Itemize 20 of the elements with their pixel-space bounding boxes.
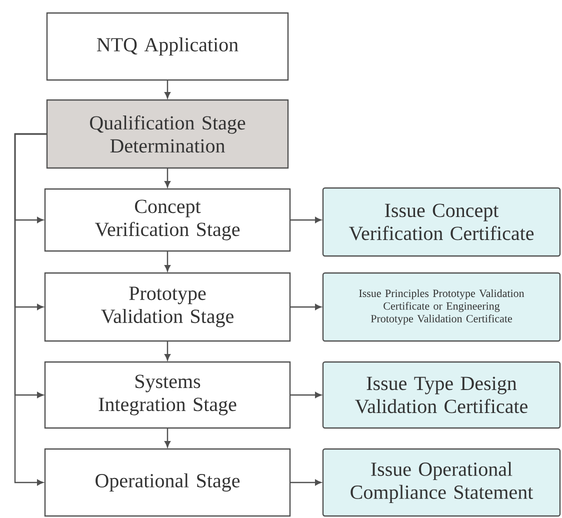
arrow (164, 168, 170, 188)
certificate-box: Issue Operational Compliance Statement (322, 448, 561, 517)
arrow (164, 428, 170, 448)
arrow (164, 80, 170, 98)
arrow (290, 304, 322, 310)
certificate-box: Issue Type Design Validation Certificate (322, 361, 561, 429)
arrow (290, 392, 322, 398)
stage-box: Concept Verification Stage (44, 188, 291, 252)
determination-box: Qualification Stage Determination (46, 99, 289, 169)
arrow (164, 250, 170, 272)
stage-box: Systems Integration Stage (44, 361, 291, 429)
stage-box: Prototype Validation Stage (44, 272, 291, 342)
certificate-box: Issue Concept Verification Certificate (322, 187, 561, 257)
arrow (290, 480, 322, 486)
certificate-box: Issue Principles Prototype Validation Certificate or Engineering Prototype Validation Certificate (322, 272, 561, 342)
stage-box: NTQ Application (46, 12, 289, 81)
arrow (164, 340, 170, 360)
stage-box: Operational Stage (44, 448, 291, 517)
arrow (14, 133, 47, 486)
arrow (290, 217, 322, 223)
